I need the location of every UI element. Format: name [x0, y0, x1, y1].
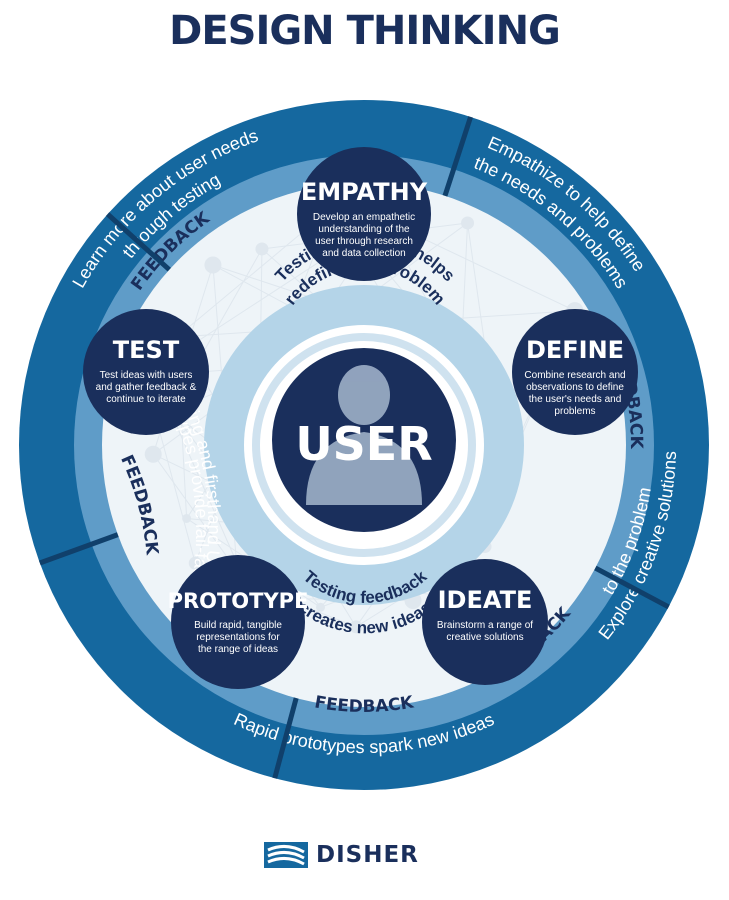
stage-title: PROTOTYPE: [168, 589, 309, 613]
stage-title: IDEATE: [438, 586, 533, 614]
network-node: [255, 242, 269, 256]
network-node: [349, 620, 363, 634]
ring-dividers: [38, 116, 670, 779]
page-title: DESIGN THINKING: [169, 8, 561, 54]
stage-description: problems: [554, 406, 595, 417]
stage-description: Test ideas with users: [100, 370, 193, 381]
stage-circle: [297, 147, 431, 281]
stage-prototype: PROTOTYPE Build rapid, tangiblerepresenta…: [168, 555, 309, 689]
disher-logo-icon: [264, 842, 308, 868]
stage-description: creative solutions: [446, 632, 523, 643]
stage-description: representations for: [196, 632, 280, 643]
stage-circle: [171, 555, 305, 689]
stage-nodes: EMPATHY Develop an empatheticunderstandin…: [83, 147, 638, 689]
network-node: [461, 216, 475, 230]
disher-logo: DISHER: [264, 842, 419, 868]
stage-description: Develop an empathetic: [313, 212, 415, 223]
stage-description: Brainstorm a range of: [437, 620, 533, 631]
stage-description: and gather feedback &: [96, 382, 197, 393]
stage-empathy: EMPATHY Develop an empatheticunderstandin…: [297, 147, 431, 281]
stage-description: the user's needs and: [529, 394, 622, 405]
stage-description: understanding of the: [318, 224, 410, 235]
stage-description: the range of ideas: [198, 644, 278, 655]
stage-circle: [512, 309, 638, 435]
network-node: [182, 513, 192, 523]
stage-description: continue to iterate: [106, 394, 186, 405]
network-node: [188, 556, 202, 570]
stage-circle: [83, 309, 209, 435]
stage-description: and data collection: [322, 248, 405, 259]
segment-divider: [105, 212, 171, 272]
stage-description: observations to define: [526, 382, 624, 393]
segment-divider: [442, 116, 473, 197]
network-node: [144, 445, 162, 463]
stage-title: DEFINE: [526, 336, 624, 364]
stage-description: user through research: [315, 236, 413, 247]
stage-circle: [422, 559, 548, 685]
user-silhouette-icon: [306, 365, 422, 505]
stage-description: Build rapid, tangible: [194, 620, 282, 631]
segment-divider: [38, 532, 119, 566]
segment-divider: [594, 565, 670, 610]
stage-description: Combine research and: [524, 370, 625, 381]
stage-title: TEST: [113, 336, 180, 364]
network-node: [204, 256, 222, 274]
segment-divider: [272, 697, 299, 779]
center-label: USER: [295, 417, 432, 471]
stage-title: EMPATHY: [301, 178, 428, 206]
brand-name: DISHER: [316, 842, 419, 868]
